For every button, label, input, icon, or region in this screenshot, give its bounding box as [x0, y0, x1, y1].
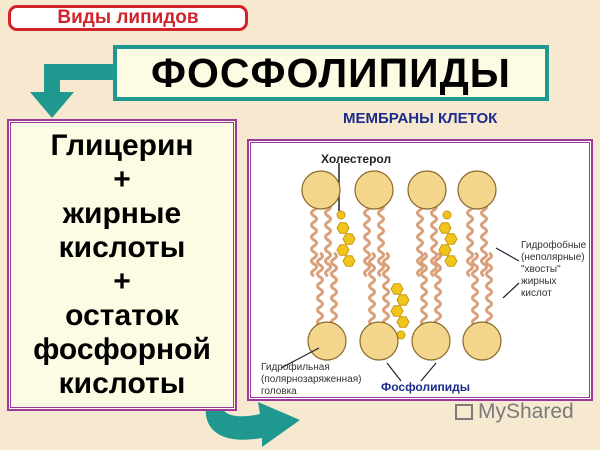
- phospholipid-head: [359, 321, 399, 361]
- phospholipid-head: [462, 321, 502, 361]
- composition-line: +: [113, 163, 131, 196]
- composition-line: Глицерин: [50, 129, 194, 162]
- fatty-acid-tail: [377, 202, 385, 278]
- watermark-text: MyShared: [478, 400, 574, 423]
- fatty-acid-tail: [368, 251, 376, 333]
- curved-arrow-icon: [205, 398, 300, 447]
- cholesterol-ring: [336, 244, 350, 256]
- membrane-illustration: [280, 163, 520, 382]
- phospholipid-head: [457, 170, 497, 210]
- fatty-acid-tail: [485, 251, 493, 333]
- pointer-line: [502, 282, 520, 299]
- fatty-acid-tail: [324, 202, 332, 278]
- composition-line: жирные: [62, 197, 182, 230]
- hydrophilic-label: Гидрофильная (полярнозаряженная) головка: [261, 362, 361, 398]
- cholesterol-label: Холестерол: [321, 152, 392, 166]
- cholesterol-ring: [336, 222, 350, 234]
- membranes-label: МЕМБРАНЫ КЛЕТОК: [343, 110, 498, 127]
- composition-box: Глицерин + жирные кислоты + остаток фосф…: [7, 119, 237, 411]
- phospholipid-head: [354, 170, 394, 210]
- label-line: Гидрофобные: [521, 240, 587, 251]
- phospholipids-label: Фосфолипиды: [381, 380, 470, 394]
- phospholipid-head: [307, 321, 347, 361]
- fatty-acid-tail: [330, 251, 338, 333]
- cholesterol-ring: [390, 305, 404, 317]
- fatty-acid-tail: [363, 202, 371, 278]
- composition-line: кислоты: [58, 367, 186, 400]
- phospholipid-head: [301, 170, 341, 210]
- pointer-line: [386, 362, 402, 382]
- cholesterol-ring: [342, 233, 356, 245]
- label-line: (неполярные): [521, 252, 585, 263]
- fatty-acid-tail: [310, 202, 318, 278]
- fatty-acid-tail: [316, 251, 324, 333]
- fatty-acid-tail: [434, 251, 442, 333]
- label-line: жирных кислот: [521, 276, 557, 299]
- cholesterol-ring: [396, 316, 410, 328]
- cholesterol-ring: [444, 255, 458, 267]
- section-badge: Виды липидов: [8, 5, 248, 31]
- watermark: MyShared: [455, 400, 574, 424]
- cholesterol-ring: [390, 283, 404, 295]
- cholesterol-ring: [342, 255, 356, 267]
- label-line: головка: [261, 386, 297, 397]
- cholesterol-ring: [444, 233, 458, 245]
- page-title: ФОСФОЛИПИДЫ: [113, 45, 549, 101]
- fatty-acid-tail: [471, 251, 479, 333]
- pointer-line: [280, 347, 320, 369]
- phospholipid-head: [411, 321, 451, 361]
- cholesterol-ring: [438, 222, 452, 234]
- membrane-diagram: Холестерол Гидрофобные (неполярные) "хво…: [247, 139, 593, 401]
- down-arrow-icon: [30, 64, 113, 118]
- label-line: Гидрофильная: [261, 362, 330, 373]
- label-line: "хвосты": [521, 264, 561, 275]
- fatty-acid-tail: [430, 202, 438, 278]
- fatty-acid-tail: [416, 202, 424, 278]
- presentation-icon: [455, 404, 473, 420]
- composition-line: +: [113, 265, 131, 298]
- label-line: (полярнозаряженная): [261, 374, 362, 385]
- fatty-acid-tail: [480, 202, 488, 278]
- cholesterol-ring: [438, 244, 452, 256]
- cholesterol-head: [336, 210, 346, 220]
- fatty-acid-tail: [420, 251, 428, 333]
- composition-line: кислоты: [58, 231, 186, 264]
- fatty-acid-tail: [466, 202, 474, 278]
- cholesterol-head: [442, 210, 452, 220]
- composition-line: фосфорной: [33, 333, 211, 366]
- hydrophobic-label: Гидрофобные (неполярные) "хвосты" жирных…: [521, 240, 589, 300]
- pointer-line: [420, 362, 437, 382]
- fatty-acid-tail: [382, 251, 390, 333]
- cholesterol-ring: [396, 294, 410, 306]
- phospholipid-head: [407, 170, 447, 210]
- composition-line: остаток: [65, 299, 179, 332]
- pointer-line: [495, 247, 520, 262]
